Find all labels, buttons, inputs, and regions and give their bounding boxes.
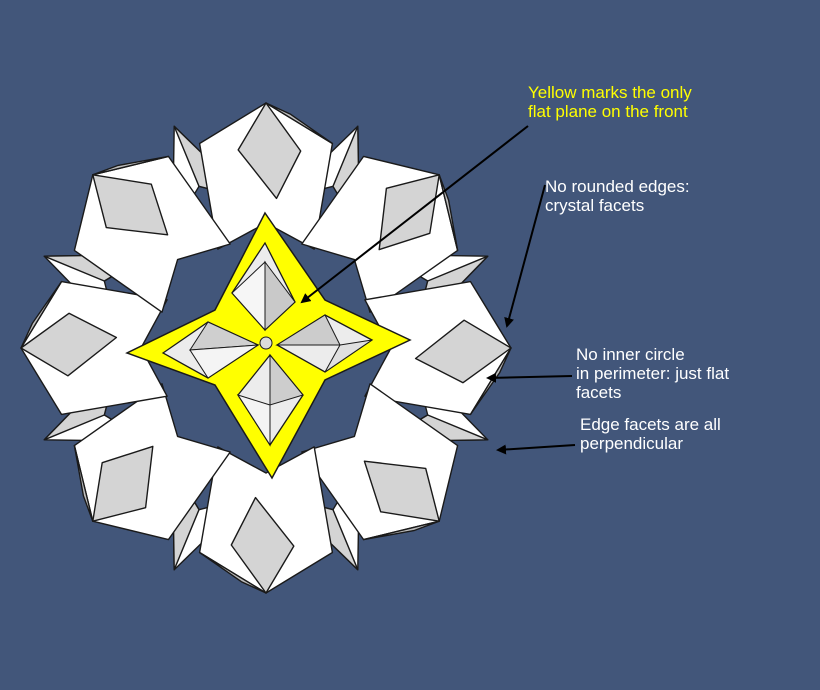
petal-edge-facet: [198, 551, 267, 594]
center-point: [259, 336, 273, 350]
petal-inner-facet: [414, 319, 512, 384]
petal-edge-facet: [20, 280, 63, 349]
annotation-inner-circle: No inner circle in perimeter: just flat …: [576, 345, 730, 402]
petal-inner-facet: [363, 460, 440, 522]
center-pyramid-bottom: [236, 353, 304, 447]
petal-inner-facet: [20, 312, 118, 377]
arrow-icon: [504, 184, 546, 328]
petal-edge-facet: [438, 174, 459, 252]
petal-edge-facet: [92, 155, 170, 176]
petal-inner-facet: [92, 174, 169, 236]
petal-edge-facet: [362, 520, 440, 541]
inner-petal-ring: [20, 102, 512, 594]
petal-inner-facet: [230, 496, 295, 594]
annotation-flat-plane: Yellow marks the only flat plane on the …: [528, 83, 692, 121]
petal-inner-facet: [237, 102, 302, 200]
arrow-icon: [496, 444, 576, 455]
petal-edge-facet: [265, 102, 334, 145]
arrow-icon: [486, 372, 573, 383]
arrow-icon: [300, 125, 529, 304]
annotation-perpendicular: Edge facets are all perpendicular: [580, 415, 721, 453]
annotation-rounded-edges: No rounded edges: crystal facets: [545, 177, 690, 215]
center-pyramid-left: [161, 321, 260, 379]
center-pyramid-right: [275, 314, 374, 373]
center-pyramid-top: [231, 241, 296, 332]
petal-inner-facet: [92, 445, 154, 522]
petal-edge-facet: [73, 444, 94, 522]
